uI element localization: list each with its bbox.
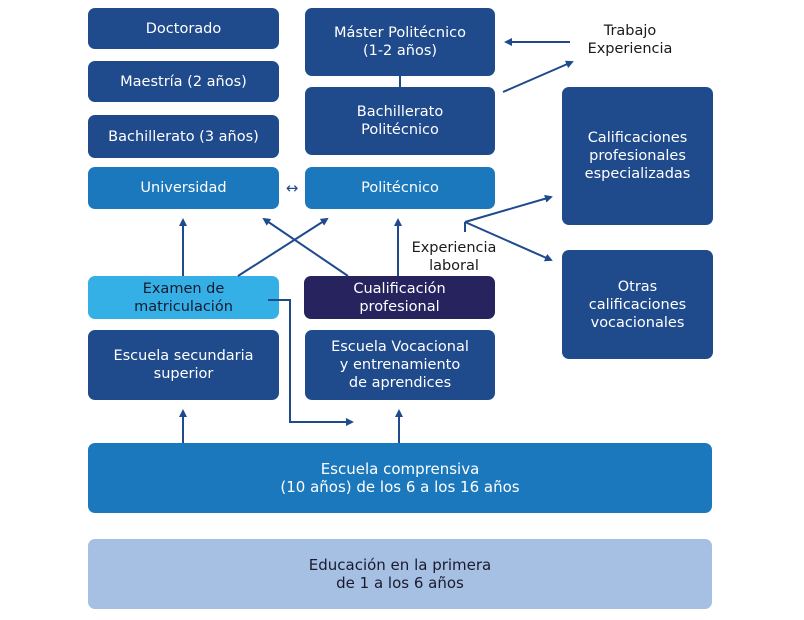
- box-bachillerato-politecnico: Bachillerato Politécnico: [305, 87, 495, 155]
- box-politecnico: Politécnico: [305, 167, 495, 209]
- bidirectional-arrow-icon: ↔: [285, 179, 299, 197]
- box-universidad: Universidad: [88, 167, 279, 209]
- box-doctorado: Doctorado: [88, 8, 279, 49]
- box-escuela-secundaria: Escuela secundaria superior: [88, 330, 279, 400]
- arrow-bachillerato-to-trabajo: [502, 60, 574, 93]
- arrow-examen-to-politecnico: [237, 217, 329, 277]
- box-master-politecnico: Máster Politécnico (1-2 años): [305, 8, 495, 76]
- box-bachillerato: Bachillerato (3 años): [88, 115, 279, 158]
- label-experiencia-laboral: Experiencia laboral: [411, 240, 497, 274]
- box-maestria: Maestría (2 años): [88, 61, 279, 102]
- box-cualificacion-profesional: Cualificación profesional: [304, 276, 495, 319]
- box-otras-calificaciones: Otras calificaciones vocacionales: [562, 250, 713, 359]
- arrow-cualificacion-to-universidad: [262, 217, 349, 277]
- box-examen-matriculacion: Examen de matriculación: [88, 276, 279, 319]
- box-escuela-comprensiva: Escuela comprensiva (10 años) de los 6 a…: [88, 443, 712, 513]
- box-educacion-primera: Educación en la primera de 1 a los 6 año…: [88, 539, 712, 609]
- label-trabajo-experiencia: Trabajo Experiencia: [587, 23, 673, 57]
- box-calificaciones-especializadas: Calificaciones profesionales especializa…: [562, 87, 713, 225]
- box-escuela-vocacional: Escuela Vocacional y entrenamiento de ap…: [305, 330, 495, 400]
